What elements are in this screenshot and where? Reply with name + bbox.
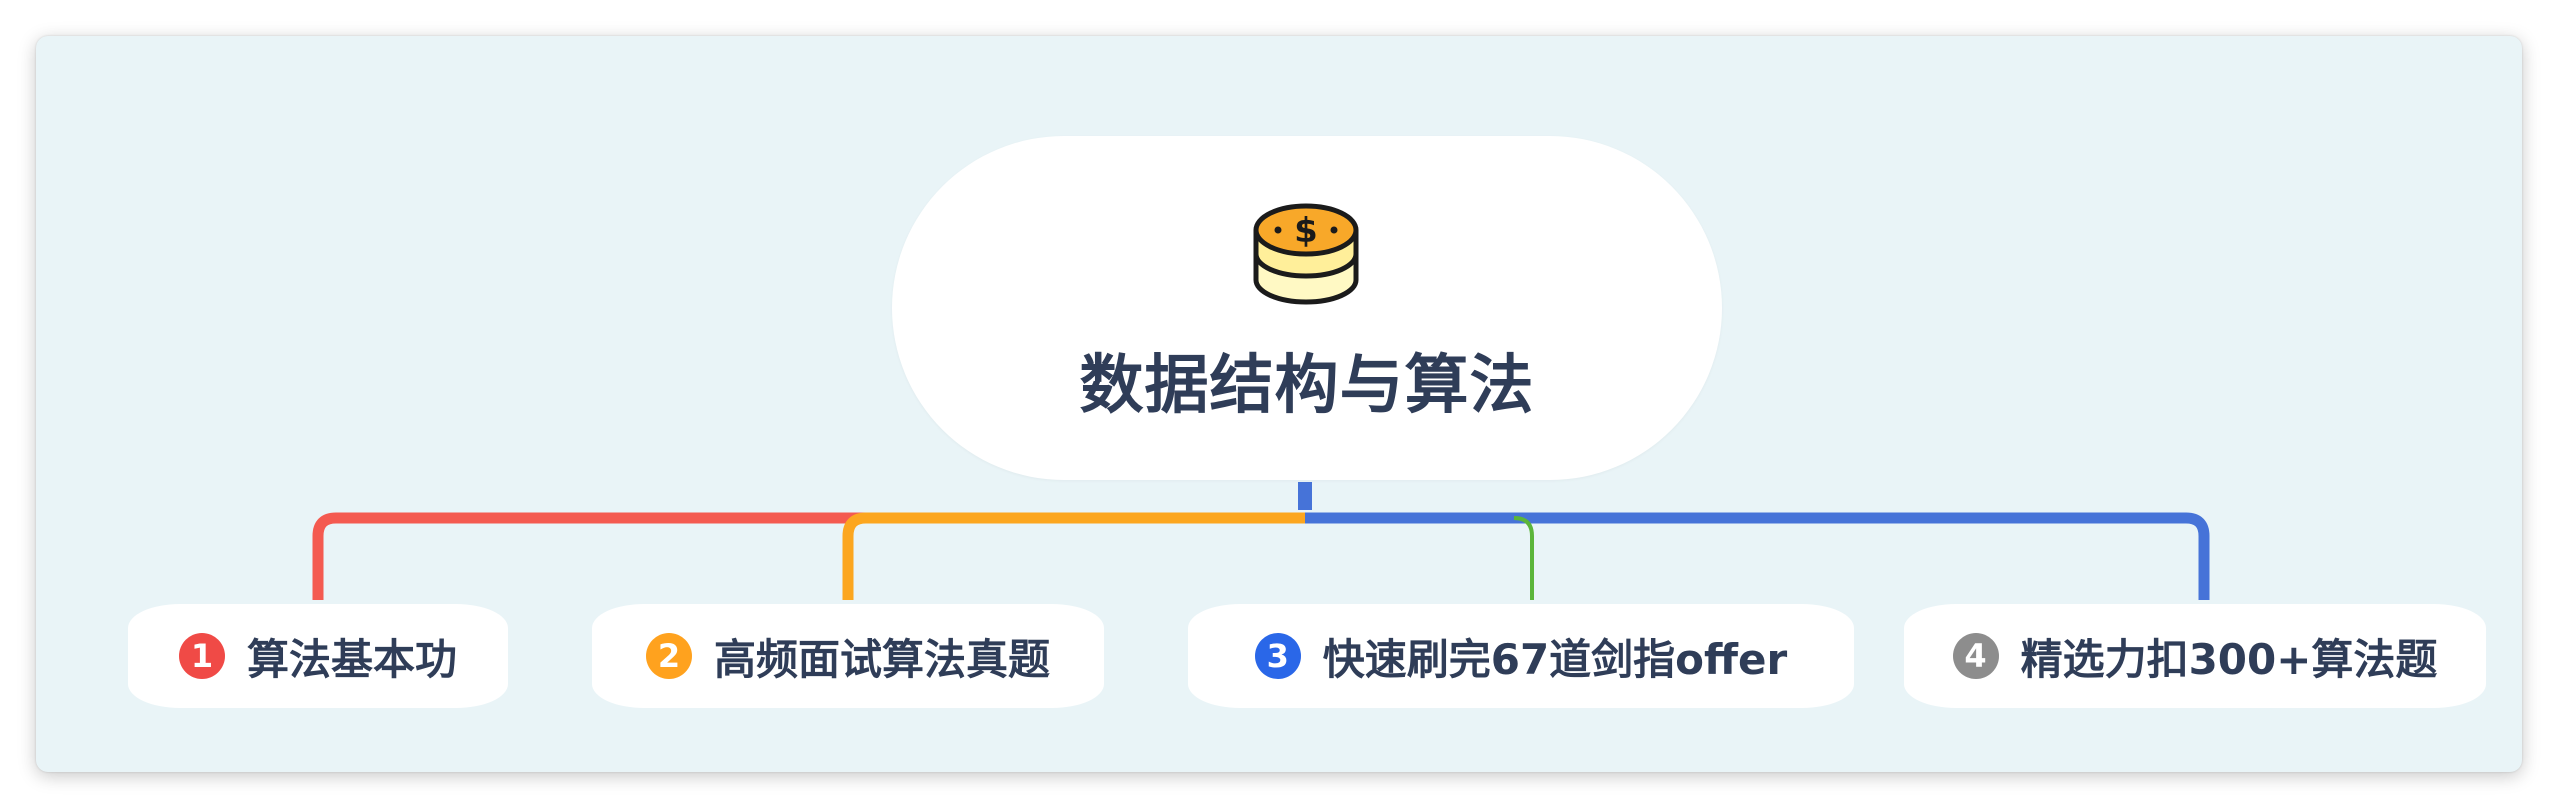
branch-node-3[interactable]: 3 快速刷完67道剑指offer <box>1188 604 1854 708</box>
mind-map-canvas: $ 数据结构与算法 1 算法基本功 2 高频面试算法真题 3 快速刷完67道剑指… <box>36 36 2522 772</box>
svg-text:$: $ <box>1294 211 1318 251</box>
connector-branch-4 <box>1305 512 2210 600</box>
branch-label-4: 精选力扣300+算法题 <box>2020 634 2438 684</box>
number-badge-3: 3 <box>1254 633 1301 679</box>
branch-node-1[interactable]: 1 算法基本功 <box>128 604 508 708</box>
number-badge-2: 2 <box>645 633 692 679</box>
number-badge-4: 4 <box>1952 633 1999 679</box>
connector-branch-3 <box>1305 516 1534 600</box>
connector-lines <box>312 482 2210 600</box>
root-title: 数据结构与算法 <box>1079 349 1535 423</box>
number-badge-1: 1 <box>178 633 225 679</box>
connector-branch-1 <box>312 512 1305 600</box>
branch-label-1: 算法基本功 <box>246 634 457 684</box>
branch-node-4[interactable]: 4 精选力扣300+算法题 <box>1904 604 2486 708</box>
coin-stack-icon: $ <box>1253 203 1359 305</box>
branch-label-2: 高频面试算法真题 <box>713 634 1050 684</box>
branch-label-3: 快速刷完67道剑指offer <box>1322 634 1788 684</box>
connector-branch-2 <box>842 512 1305 600</box>
root-node[interactable]: $ 数据结构与算法 <box>892 136 1722 480</box>
branch-node-2[interactable]: 2 高频面试算法真题 <box>592 604 1104 708</box>
